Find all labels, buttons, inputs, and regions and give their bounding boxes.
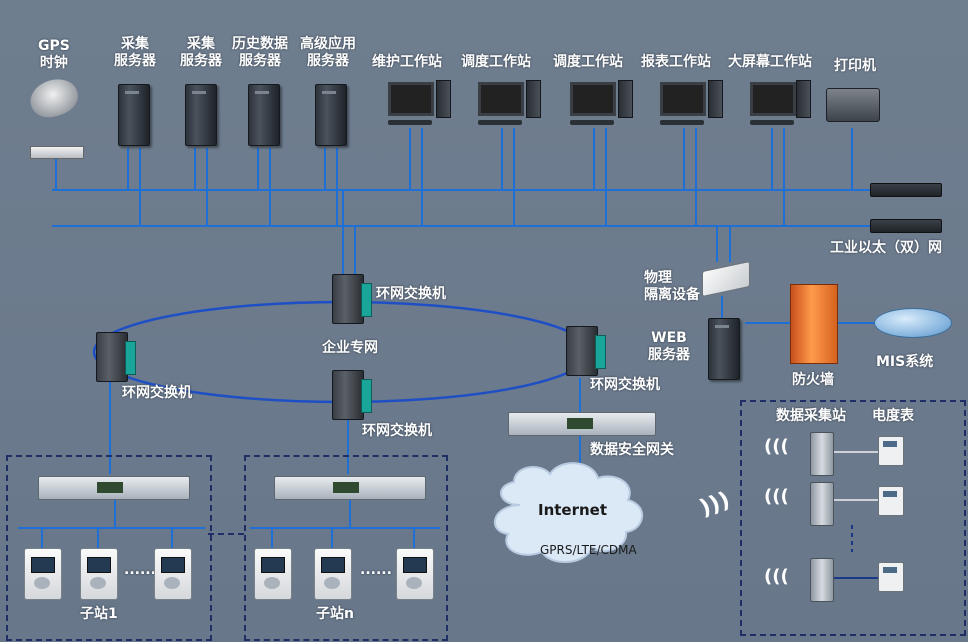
bigscreen-ws-label: 大屏幕工作站 (728, 54, 812, 70)
meter-label: 电度表 (872, 408, 914, 424)
report-ws-keyboard-icon (660, 120, 704, 125)
printer-label: 打印机 (834, 58, 876, 74)
security-gateway-label: 数据安全网关 (590, 442, 674, 458)
ring-switch-left-label: 环网交换机 (122, 385, 192, 401)
firewall-icon (790, 284, 838, 364)
printer-icon (826, 88, 880, 122)
bigscreen-ws-monitor-icon (750, 82, 796, 116)
report-ws-tower-icon (708, 80, 723, 118)
ring-switch-top-label: 环网交换机 (376, 286, 446, 302)
substation-n-box (244, 455, 448, 641)
maintenance-ws-monitor-icon (388, 82, 434, 116)
acq-server-2-icon (185, 84, 217, 146)
substation-n-dots: ...... (360, 562, 392, 578)
advanced-server-icon (315, 84, 347, 146)
meter-3-icon (878, 562, 904, 592)
advanced-server-label: 高级应用 服务器 (300, 36, 356, 69)
ring-switch-mid-label: 环网交换机 (362, 423, 432, 439)
ring-switch-top-icon (332, 274, 372, 324)
substation-1-label: 子站1 (80, 606, 118, 622)
substation-1-unit-3-icon (154, 548, 192, 600)
maintenance-ws-tower-icon (436, 80, 451, 118)
data-station-label: 数据采集站 (776, 408, 846, 424)
history-server-label: 历史数据 服务器 (232, 36, 288, 69)
maintenance-ws-label: 维护工作站 (372, 54, 442, 70)
dispatch-ws-2-monitor-icon (570, 82, 616, 116)
ring-switch-right-icon (566, 326, 606, 376)
station-3-signal-icon: ((( (764, 566, 789, 587)
acq-server-1-label: 采集 服务器 (114, 36, 156, 69)
data-station-1-icon (810, 432, 834, 476)
firewall-label: 防火墙 (792, 372, 834, 388)
maintenance-ws-keyboard-icon (388, 120, 432, 125)
physical-isolation-label: 物理 隔离设备 (644, 270, 700, 303)
ring-switch-mid-icon (332, 370, 372, 420)
bigscreen-ws-keyboard-icon (750, 120, 794, 125)
acq-server-2-label: 采集 服务器 (180, 36, 222, 69)
data-station-2-icon (810, 482, 834, 526)
report-ws-label: 报表工作站 (641, 54, 711, 70)
industrial-ethernet-label: 工业以太（双）网 (830, 240, 942, 256)
bigscreen-ws-tower-icon (796, 80, 811, 118)
web-server-icon (708, 318, 740, 380)
substation-n-unit-2-icon (314, 548, 352, 600)
substation-1-unit-1-icon (24, 548, 62, 600)
substation-1-unit-2-icon (80, 548, 118, 600)
mis-system-icon (874, 308, 952, 338)
security-gateway-icon (508, 412, 656, 436)
data-station-3-icon (810, 558, 834, 602)
mis-label: MIS系统 (876, 354, 934, 370)
dispatch-ws-2-label: 调度工作站 (553, 54, 623, 70)
internet-label: Internet (538, 501, 608, 519)
substation-1-box (6, 455, 212, 641)
station-1-signal-icon: ((( (764, 436, 789, 457)
substation-n-gateway-icon (274, 476, 426, 500)
acq-server-1-icon (118, 84, 150, 146)
substation-n-unit-3-icon (396, 548, 434, 600)
station-2-signal-icon: ((( (764, 486, 789, 507)
dispatch-ws-1-label: 调度工作站 (461, 54, 531, 70)
substation-1-dots: ...... (124, 562, 156, 578)
enterprise-net-label: 企业专网 (322, 340, 378, 356)
mobile-net-label: GPRS/LTE/CDMA (540, 543, 637, 557)
meter-2-icon (878, 486, 904, 516)
ethernet-switch-a-icon (870, 183, 942, 197)
ethernet-switch-b-icon (870, 219, 942, 233)
internet-cloud (493, 462, 644, 564)
gps-clock-device (30, 146, 84, 159)
data-collection-box (740, 400, 966, 636)
substation-1-gateway-icon (38, 476, 190, 500)
dispatch-ws-1-monitor-icon (478, 82, 524, 116)
substation-n-label: 子站n (316, 606, 354, 622)
history-server-icon (248, 84, 280, 146)
gps-clock-label: GPS 时钟 (38, 38, 70, 71)
dispatch-ws-2-keyboard-icon (570, 120, 614, 125)
web-server-label: WEB 服务器 (648, 330, 690, 363)
dispatch-ws-1-keyboard-icon (478, 120, 522, 125)
report-ws-monitor-icon (660, 82, 706, 116)
dispatch-ws-1-tower-icon (526, 80, 541, 118)
ring-switch-right-label: 环网交换机 (590, 377, 660, 393)
ring-switch-left-icon (96, 332, 136, 382)
substation-n-unit-1-icon (254, 548, 292, 600)
meter-1-icon (878, 436, 904, 466)
dispatch-ws-2-tower-icon (618, 80, 633, 118)
